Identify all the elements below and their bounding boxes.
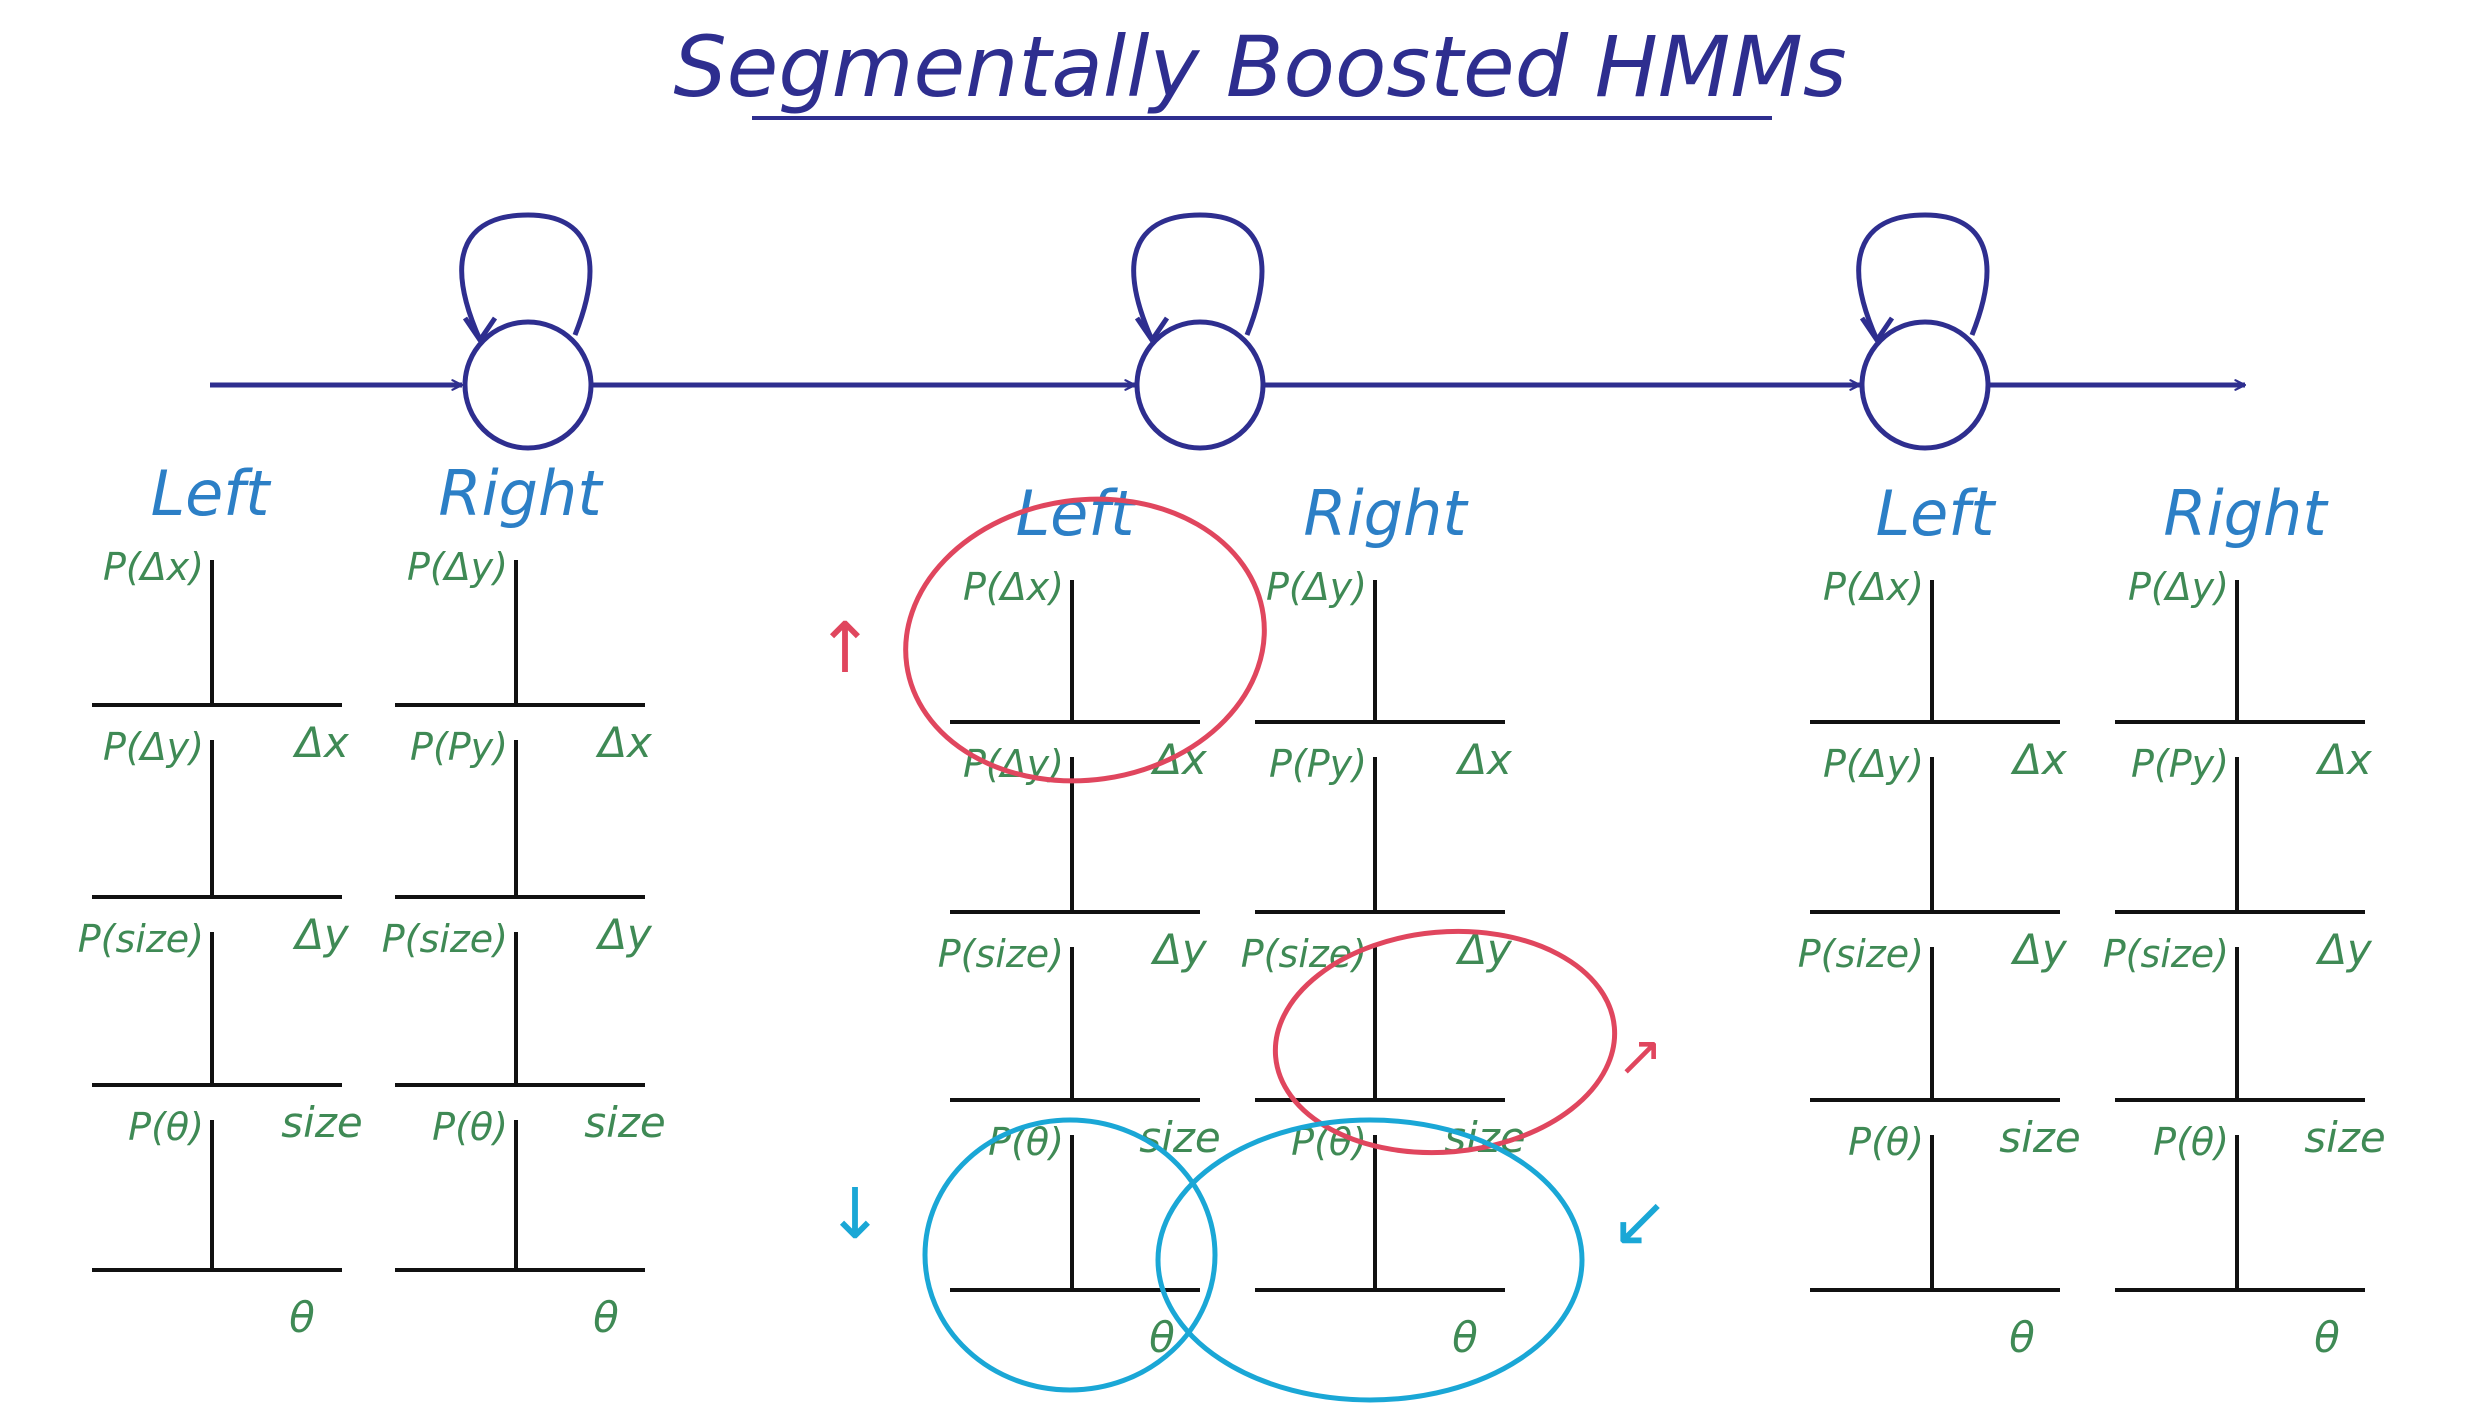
state-3-right-label: Right (2163, 477, 2329, 550)
state-2-left-label: Left (1016, 477, 1138, 550)
state-3-right-xlabel-1: Δx (2315, 735, 2373, 784)
state-1-right-xlabel-2: Δy (595, 910, 653, 959)
state-3-left-ylabel-4: P(θ) (1848, 1120, 1924, 1164)
cyan-circle-left-theta (922, 1117, 1218, 1393)
state-3-left-xlabel-4: θ (2009, 1313, 2035, 1362)
state-2-right-ylabel-1: P(Δy) (1266, 565, 1367, 609)
state-1-left-label: Left (151, 457, 273, 530)
self-loop-1-head (462, 316, 498, 345)
state-1-right-ylabel-1: P(Δy) (407, 545, 508, 589)
state-1-left-ylabel-3: P(size) (78, 917, 204, 961)
hmm-chain (210, 212, 2247, 451)
state-1-left-xlabel-1: Δx (292, 718, 350, 767)
hmm-state-1 (462, 319, 594, 451)
state-2-right-xlabel-4: θ (1452, 1313, 1478, 1362)
self-loop-3 (1856, 212, 1990, 342)
state-1-left-xlabel-4: θ (289, 1293, 315, 1342)
state-1-right-xlabel-4: θ (593, 1293, 619, 1342)
state-3-right-ylabel-1: P(Δy) (2128, 565, 2229, 609)
self-loop-1 (459, 212, 593, 342)
state-3-left-label: Left (1876, 477, 1998, 550)
state-2-left-ylabel-1: P(Δx) (963, 565, 1064, 609)
state-1-right-xlabel-1: Δx (595, 718, 653, 767)
state-3-right-ylabel-4: P(θ) (2153, 1120, 2229, 1164)
self-loop-2-head (1134, 316, 1170, 345)
state-1-left-xlabel-3: size (281, 1098, 362, 1147)
state-1-right-ylabel-2: P(Py) (410, 725, 508, 769)
state-3-right-ylabel-3: P(size) (2103, 932, 2229, 976)
output-distributions: LeftP(Δx)ΔxP(Δy)ΔyP(size)sizeP(θ)θRightP… (78, 457, 2386, 1362)
state-1-left-xlabel-2: Δy (292, 910, 350, 959)
state-1-left-ylabel-2: P(Δy) (103, 725, 204, 769)
red-arrow-up: ↑ (816, 607, 875, 689)
state-1-left-ylabel-4: P(θ) (128, 1105, 204, 1149)
state-2-left-xlabel-2: Δy (1150, 925, 1208, 974)
state-2-left-ylabel-3: P(size) (938, 932, 1064, 976)
state-3-right-ylabel-2: P(Py) (2131, 742, 2229, 786)
state-3-left-ylabel-2: P(Δy) (1823, 742, 1924, 786)
state-1-right-ylabel-4: P(θ) (432, 1105, 508, 1149)
state-1-left-ylabel-1: P(Δx) (103, 545, 204, 589)
state-3-left-xlabel-1: Δx (2010, 735, 2068, 784)
state-3-left-ylabel-1: P(Δx) (1823, 565, 1924, 609)
state-1-right-xlabel-3: size (584, 1098, 665, 1147)
red-circle-right-size (1272, 928, 1618, 1156)
red-arrow-up-small: ↗ (1617, 1024, 1664, 1089)
state-2-left-xlabel-3: size (1139, 1113, 1220, 1162)
self-loop-2 (1131, 212, 1265, 342)
state-1-right-label: Right (438, 457, 604, 530)
self-loop-3-head (1859, 316, 1895, 345)
state-2-right-ylabel-2: P(Py) (1269, 742, 1367, 786)
cyan-circle-right-theta (1155, 1117, 1585, 1403)
state-2-right-xlabel-1: Δx (1455, 735, 1513, 784)
state-3-right-xlabel-3: size (2304, 1113, 2385, 1162)
red-circle-left-dx (903, 496, 1267, 784)
page-title: Segmentally Boosted HMMs (673, 18, 1846, 116)
red-marks (903, 496, 1618, 1156)
state-2-right-label: Right (1303, 477, 1469, 550)
state-3-right-xlabel-2: Δy (2315, 925, 2373, 974)
state-3-left-xlabel-2: Δy (2010, 925, 2068, 974)
state-2-right-ylabel-3: P(size) (1241, 932, 1367, 976)
hmm-state-3 (1859, 319, 1991, 451)
state-3-left-xlabel-3: size (1999, 1113, 2080, 1162)
state-3-left-ylabel-3: P(size) (1798, 932, 1924, 976)
hmm-state-2 (1134, 319, 1266, 451)
cyan-marks (922, 1117, 1585, 1403)
cyan-arrow-down: ↓ (826, 1173, 885, 1255)
state-3-right-xlabel-4: θ (2314, 1313, 2340, 1362)
state-1-right-ylabel-3: P(size) (382, 917, 508, 961)
cyan-arrow-down-right: ↙ (1611, 1180, 1670, 1262)
